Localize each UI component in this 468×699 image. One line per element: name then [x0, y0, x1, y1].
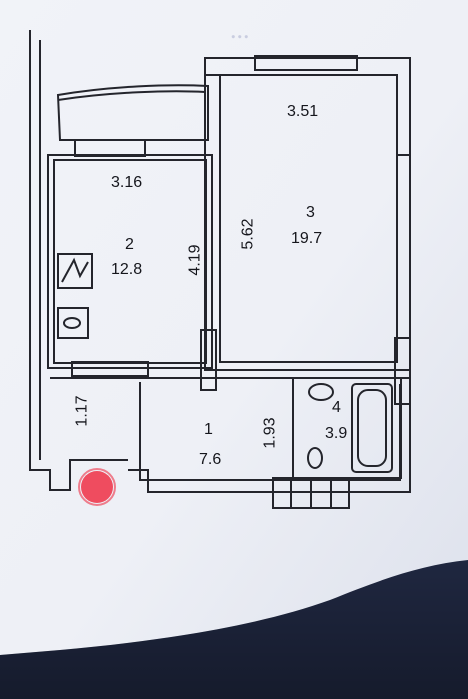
kitchen-sink	[57, 307, 89, 339]
dim-room-3-width: 3.51	[287, 103, 319, 120]
kitchen-sink-bowl	[63, 317, 81, 329]
room-4-number: 4	[332, 399, 341, 416]
bathtub	[351, 383, 393, 473]
toilet	[307, 447, 323, 469]
kitchen-stove-mark	[61, 257, 89, 283]
bathtub-inner	[357, 389, 387, 467]
kitchen-stove	[57, 253, 93, 289]
watermark-top: ...	[230, 15, 250, 44]
wall-outer-left	[29, 30, 128, 491]
room-3-area: 19.7	[291, 230, 323, 247]
room-1-number: 1	[204, 421, 213, 438]
room-2-area: 12.8	[111, 261, 143, 278]
balcony-outline	[56, 84, 209, 141]
dim-room-2-width: 3.16	[111, 174, 143, 191]
wall-pillar-left	[200, 329, 217, 391]
window-balcony	[74, 139, 146, 157]
sink	[308, 383, 334, 401]
dim-hall-width: 1.17	[73, 395, 91, 427]
room-4-area: 3.9	[325, 425, 348, 442]
wall-room-3-top-out	[204, 58, 410, 156]
room-1-area: 7.6	[199, 451, 222, 468]
dim-corridor-width: 1.93	[261, 417, 279, 449]
room-3-number: 3	[306, 204, 315, 221]
room-2-number: 2	[125, 236, 134, 253]
window-top	[254, 55, 358, 71]
wall-room-3-inner	[219, 74, 398, 363]
dim-room-2-depth: 4.19	[186, 244, 204, 276]
paper-shadow	[0, 560, 468, 699]
red-marker	[81, 471, 113, 503]
door-corridor	[71, 361, 149, 377]
dim-room-3-depth: 5.62	[239, 218, 257, 250]
balcony-rail	[57, 90, 206, 101]
window-bottom-mullions	[290, 478, 332, 508]
wall-pillar-right	[394, 337, 411, 405]
